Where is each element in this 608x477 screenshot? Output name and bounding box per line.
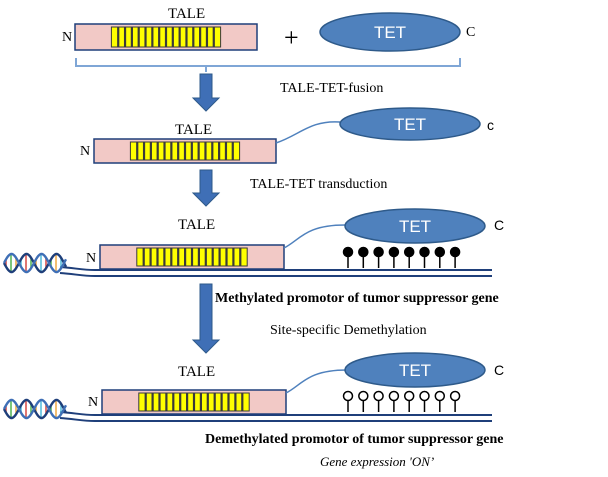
methyl-group-filled xyxy=(449,246,461,268)
methyl-groups-filled xyxy=(342,246,461,268)
stage-2-tet-label: TET xyxy=(394,115,426,134)
fusion-bracket xyxy=(75,58,461,72)
stage-4-dna-strand-top xyxy=(59,411,492,416)
stage-3-tet-enzyme xyxy=(344,208,486,244)
stage-3-methylated-complex: TALE N TET C Methylated promotor of tumo… xyxy=(2,208,504,306)
stage-4-tale-label: TALE xyxy=(178,364,215,380)
stage-4-tale-protein xyxy=(101,389,287,415)
methyl-group-filled xyxy=(388,246,400,268)
stage-3-dna-strand-top xyxy=(59,266,492,271)
stage-3-n-terminus-label: N xyxy=(86,251,96,266)
methyl-group-open xyxy=(358,390,369,412)
methyl-group-filled xyxy=(342,246,354,268)
methylated-promoter-caption: Methylated promotor of tumor suppressor … xyxy=(215,291,499,306)
methyl-group-open xyxy=(403,390,415,412)
stage-3-linker xyxy=(283,224,346,249)
plus-sign: + xyxy=(284,23,299,52)
stage-2-linker xyxy=(275,121,341,144)
arrow-fusion xyxy=(191,73,221,112)
methyl-group-open xyxy=(373,390,384,412)
step-transduction-label: TALE-TET transduction xyxy=(250,177,387,192)
methyl-group-open xyxy=(388,390,400,412)
stage-3-tale-protein xyxy=(99,244,285,270)
methyl-group-open xyxy=(449,390,461,412)
stage-4-n-terminus-label: N xyxy=(88,395,98,410)
stage-2-n-terminus-label: N xyxy=(80,144,90,159)
methyl-group-open xyxy=(419,390,430,412)
methyl-group-open xyxy=(434,390,446,412)
stage-1-tet-enzyme xyxy=(319,12,461,52)
stage-4-demethylated-complex: TALE N TET C Demethylated promotor of tu… xyxy=(2,352,504,469)
arrow-demethylation xyxy=(191,283,221,354)
methyl-groups-removed xyxy=(342,390,461,412)
step-fusion-label: TALE-TET-fusion xyxy=(280,81,383,96)
dna-backbone xyxy=(2,252,68,274)
stage-2-c-terminus-label: c xyxy=(487,117,494,133)
stage-1-n-terminus-label: N xyxy=(62,30,72,45)
stage-2-tet-enzyme xyxy=(339,107,481,141)
dna-double-helix-icon xyxy=(2,398,68,420)
stage-3-tale-label: TALE xyxy=(178,217,215,233)
step-demethylation-label: Site-specific Demethylation xyxy=(270,323,427,338)
dna-backbone xyxy=(2,398,68,420)
methyl-group-filled xyxy=(358,246,369,268)
stage-1-c-terminus-label: C xyxy=(466,25,475,40)
stage-1-separate-proteins: TALE N + TET C xyxy=(62,6,475,72)
methyl-group-filled xyxy=(434,246,446,268)
dna-backbone xyxy=(2,398,68,420)
arrow-transduction xyxy=(191,169,221,207)
gene-expression-on-note: Gene expression 'ON’ xyxy=(320,454,434,469)
stage-2-fusion-protein: TALE N TET c xyxy=(80,107,494,164)
methyl-group-filled xyxy=(403,246,415,268)
stage-3-c-terminus-label: C xyxy=(494,217,504,233)
stage-1-tale-label: TALE xyxy=(168,6,205,22)
stage-1-tet-label: TET xyxy=(374,23,406,42)
dna-backbone xyxy=(2,252,68,274)
methyl-group-open xyxy=(342,390,354,412)
stage-4-tet-enzyme xyxy=(344,352,486,388)
methyl-group-filled xyxy=(419,246,430,268)
stage-4-linker xyxy=(285,369,348,394)
methyl-group-filled xyxy=(373,246,384,268)
stage-2-tale-label: TALE xyxy=(175,122,212,138)
stage-2-tale-protein xyxy=(93,138,277,164)
stage-3-dna-strand-bottom xyxy=(59,272,492,277)
stage-4-c-terminus-label: C xyxy=(494,362,504,378)
stage-4-tet-label: TET xyxy=(399,361,431,380)
stage-1-tale-protein xyxy=(74,23,258,51)
dna-double-helix-icon xyxy=(2,252,68,274)
stage-4-dna-strand-bottom xyxy=(59,417,492,422)
demethylated-promoter-caption: Demethylated promotor of tumor suppresso… xyxy=(205,432,504,447)
stage-3-tet-label: TET xyxy=(399,217,431,236)
